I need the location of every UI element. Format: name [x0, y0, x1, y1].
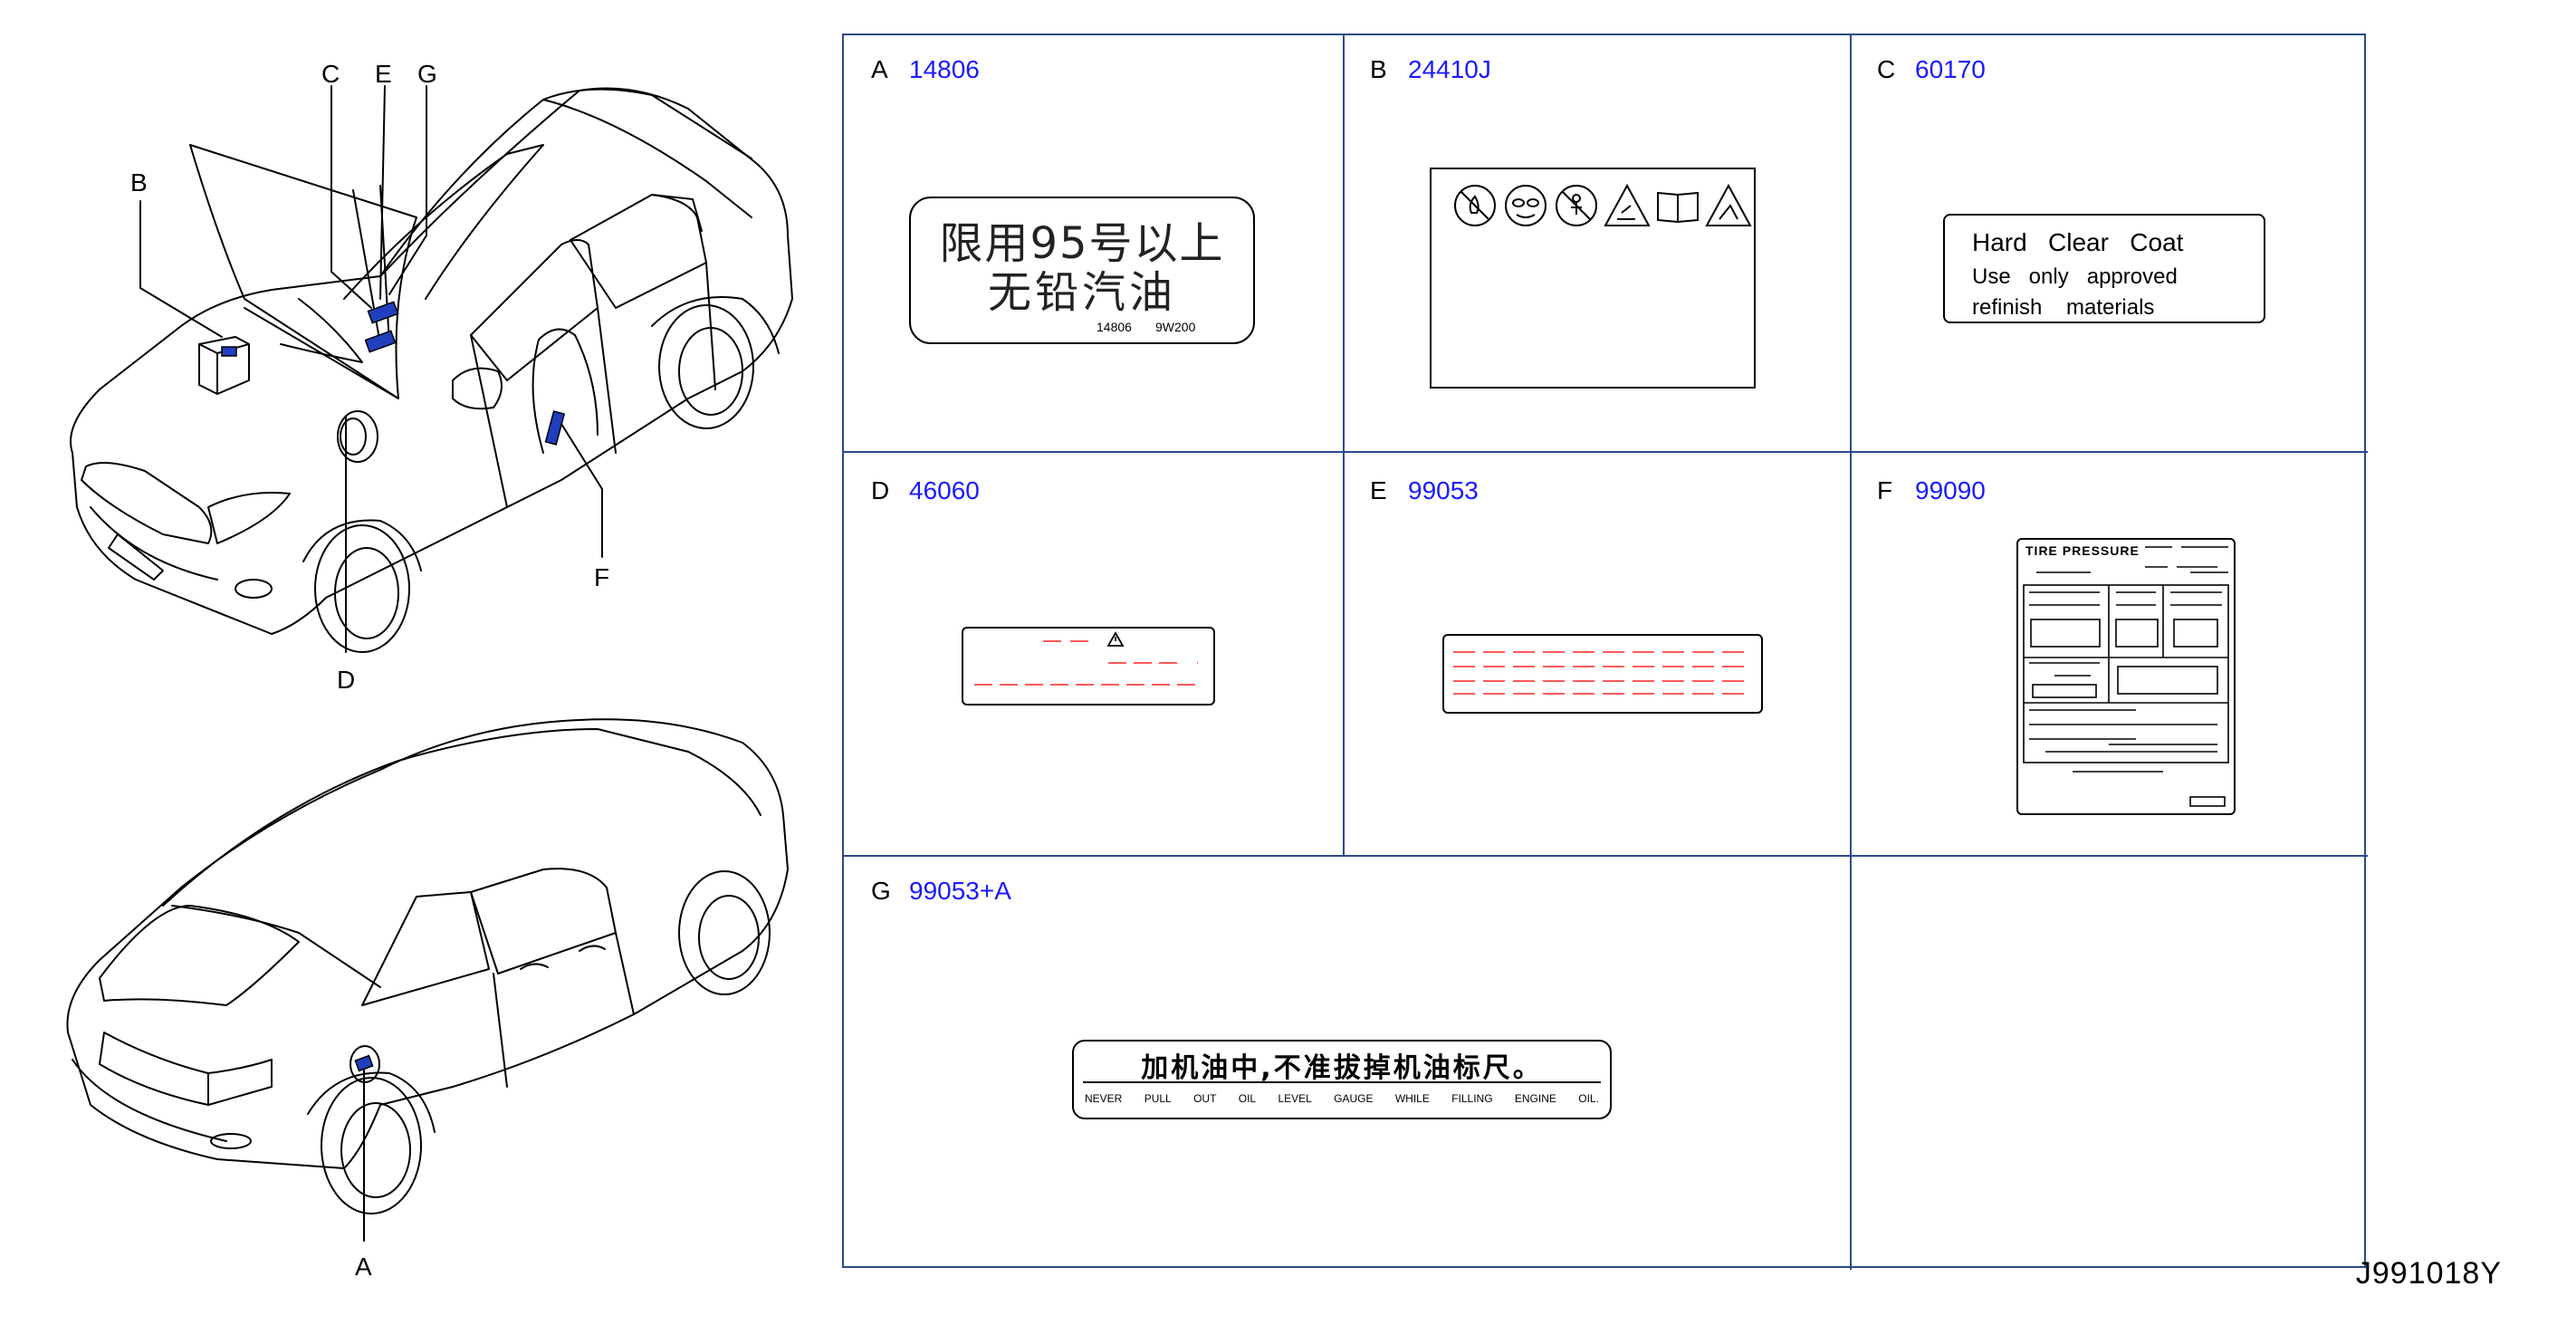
cell-a: A 14806 限用95号以上 无铅汽油 14806 9W200	[844, 35, 1343, 451]
cell-c: C 60170 Hard Clear Coat Use only approve…	[1850, 35, 2368, 451]
part-number: 99090	[1915, 476, 1986, 504]
part-number: 99053	[1408, 476, 1479, 504]
drawing-code: J991018Y	[2355, 1256, 2502, 1291]
engine-info-label-graphic	[1453, 651, 1744, 695]
word: GAUGE	[1334, 1092, 1374, 1105]
part-number: 24410J	[1408, 55, 1491, 83]
word: PULL	[1144, 1092, 1172, 1105]
callout-e: E	[375, 60, 392, 88]
fuel-label-line1: 限用95号以上	[939, 218, 1225, 269]
cell-letter: C	[1877, 55, 1896, 83]
cell-g: G 99053+A 加机油中,不准拔掉机油标尺。 NEVER PULL OUT …	[844, 857, 1850, 1270]
cell-d: D 46060	[844, 453, 1343, 855]
cell-f: F 99090 TIRE PRESSURE	[1850, 453, 2368, 855]
oil-gauge-label-zh: 加机油中,不准拔掉机油标尺。	[1141, 1052, 1543, 1084]
word: NEVER	[1085, 1092, 1123, 1105]
acid-warning-icon	[1604, 183, 1651, 226]
engine-info-label	[1442, 634, 1763, 714]
cell-letter: E	[1370, 476, 1387, 504]
warning-icons	[1454, 183, 1752, 226]
rear-view-car	[66, 718, 789, 1214]
paint-label-line2: Use only approved	[1972, 264, 2178, 289]
callout-c: C	[321, 60, 340, 88]
paint-label-line1: Hard Clear Coat	[1972, 228, 2184, 256]
word: OIL.	[1578, 1092, 1599, 1105]
callout-g: G	[417, 60, 437, 88]
oil-gauge-label-en: NEVER PULL OUT OIL LEVEL GAUGE WHILE FIL…	[1085, 1092, 1599, 1105]
caution-label	[962, 627, 1215, 706]
callout-f: F	[594, 563, 610, 591]
callout-b: B	[130, 168, 148, 197]
word: OIL	[1238, 1092, 1257, 1105]
fuel-label: 限用95号以上 无铅汽油 14806 9W200	[909, 197, 1255, 344]
fuel-label-code2: 9W200	[1155, 320, 1196, 334]
part-number: 60170	[1915, 55, 1986, 83]
paint-label-line3: refinish materials	[1972, 295, 2155, 320]
fuel-label-line2: 无铅汽油	[987, 267, 1176, 318]
vehicle-illustrations	[66, 85, 793, 1242]
no-children-icon	[1556, 185, 1597, 226]
word: WHILE	[1394, 1092, 1430, 1105]
oil-gauge-label: 加机油中,不准拔掉机油标尺。 NEVER PULL OUT OIL LEVEL …	[1072, 1040, 1612, 1119]
caution-label-graphic	[974, 631, 1198, 686]
word: OUT	[1193, 1092, 1217, 1105]
cell-letter: A	[871, 55, 888, 83]
cell-letter: B	[1370, 55, 1387, 83]
part-number: 46060	[909, 476, 980, 504]
eye-protection-icon	[1505, 185, 1547, 226]
oil-gauge-label-divider	[1083, 1081, 1601, 1083]
tire-pressure-label: TIRE PRESSURE	[2016, 538, 2236, 815]
manual-icon	[1657, 191, 1699, 224]
paint-label: Hard Clear Coat Use only approved refini…	[1943, 214, 2265, 323]
battery-warning-label	[1430, 168, 1756, 389]
explosive-gas-icon	[1705, 183, 1752, 226]
cell-letter: G	[871, 877, 891, 905]
no-flame-icon	[1454, 185, 1496, 226]
word: ENGINE	[1514, 1092, 1556, 1105]
callout-a: A	[355, 1253, 372, 1281]
fuel-label-code1: 14806	[1096, 320, 1132, 334]
cell-letter: F	[1877, 476, 1893, 504]
part-number: 14806	[909, 55, 980, 83]
cell-empty	[1850, 857, 2368, 1270]
cell-letter: D	[871, 476, 890, 504]
cell-b: B 24410J	[1343, 35, 1850, 451]
caution-triangle-icon	[1106, 631, 1125, 647]
word: FILLING	[1451, 1092, 1493, 1105]
sticker-marks	[221, 301, 566, 1072]
front-view-car	[70, 87, 793, 653]
label-grid: A 14806 限用95号以上 无铅汽油 14806 9W200 B 24410…	[842, 34, 2368, 1270]
tire-pressure-title: TIRE PRESSURE	[2025, 543, 2140, 558]
part-number: 99053+A	[909, 877, 1011, 905]
tire-pressure-grid	[2023, 546, 2229, 807]
cell-e: E 99053	[1343, 453, 1850, 855]
callout-d: D	[337, 666, 356, 694]
word: LEVEL	[1278, 1092, 1312, 1105]
